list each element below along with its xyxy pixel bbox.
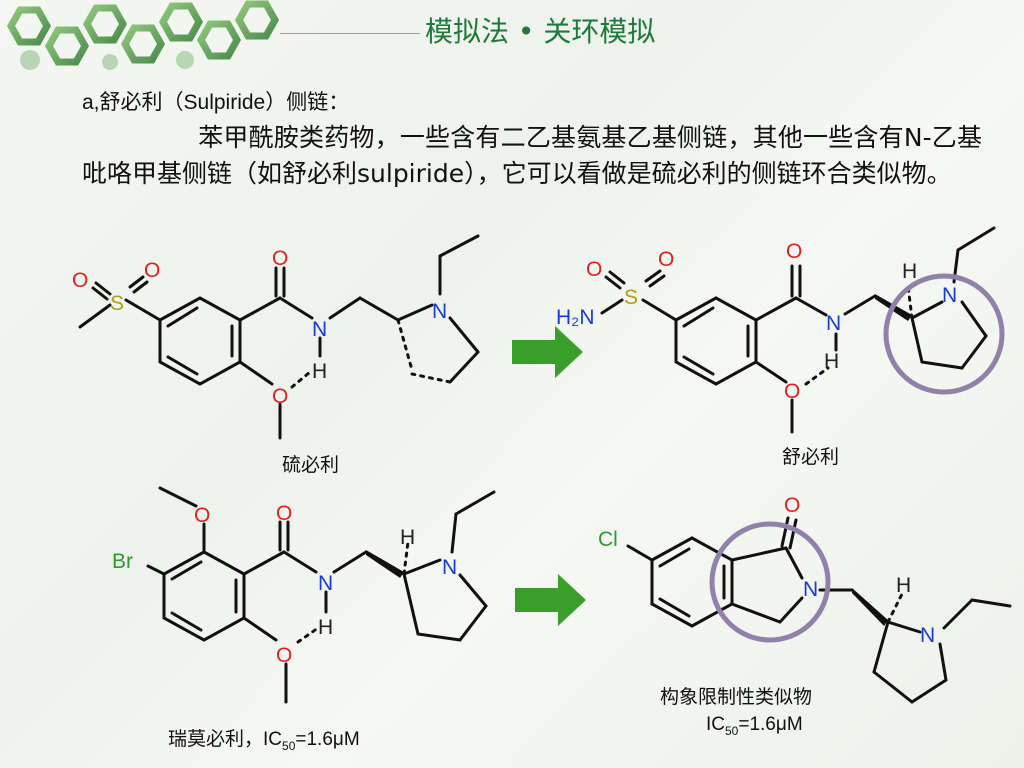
atom-h: H <box>902 260 917 283</box>
atom-n: N <box>920 624 935 647</box>
atom-o: O <box>786 240 802 263</box>
caption-value: =1.6μM <box>295 729 360 750</box>
arrow-right <box>515 574 586 626</box>
ring-highlight-circle <box>883 273 1005 395</box>
atom-o: O <box>276 644 292 667</box>
atom-o: O <box>144 259 160 282</box>
atom-h: H <box>896 574 911 597</box>
atom-n: N <box>826 312 841 335</box>
atom-o: O <box>586 258 602 281</box>
caption-subscript: 50 <box>282 738 296 753</box>
ring-highlight-circle <box>709 521 831 643</box>
description-text: 苯甲酰胺类药物，一些含有二乙基氨基乙基侧链，其他一些含有N-乙基吡咯甲基侧链（如… <box>82 123 982 188</box>
atom-s: S <box>110 292 124 315</box>
atom-n: N <box>312 318 327 341</box>
atom-n: N <box>942 284 957 307</box>
remoxipride-structure: O Br O N H H N O <box>112 486 496 704</box>
atom-n: N <box>442 556 457 579</box>
atom-n: N <box>318 572 333 595</box>
atom-o: O <box>72 269 88 292</box>
slide-title: 模拟法 • 关环模拟 <box>425 15 656 48</box>
corner-decoration <box>6 0 280 70</box>
atom-o: O <box>784 380 800 403</box>
atom-o: O <box>658 248 674 271</box>
caption-value: =1.6μM <box>738 714 803 735</box>
atom-o: O <box>272 247 288 270</box>
atom-n: N <box>803 578 818 601</box>
atom-h: H <box>400 526 415 549</box>
section-subtitle: a,舒必利（Sulpiride）侧链： <box>82 91 350 114</box>
atom-h2n: H₂N <box>556 306 594 329</box>
atom-n: N <box>432 300 447 323</box>
atom-h: H <box>312 360 327 383</box>
caption-analogue-line1: 构象限制性类似物 <box>660 687 813 708</box>
atom-o: O <box>272 385 288 408</box>
caption-analogue-line2: IC50=1.6μM <box>706 714 803 738</box>
title-rule <box>280 33 420 34</box>
caption-name: IC <box>706 714 725 735</box>
atom-o: O <box>194 504 210 527</box>
caption-sulpiride: 舒必利 <box>782 447 840 468</box>
restricted-analogue-structure: Cl O N H N <box>598 494 1012 704</box>
atom-o: O <box>276 502 292 525</box>
arrow-right <box>512 326 583 378</box>
atom-h: H <box>824 350 839 373</box>
atom-cl: Cl <box>598 528 618 551</box>
atom-o: O <box>784 494 800 517</box>
sulpiride-structure: H₂N O O S O N H H N O <box>556 226 1005 434</box>
atom-h: H <box>318 616 333 639</box>
atom-br: Br <box>112 550 133 573</box>
caption-subscript: 50 <box>725 723 739 738</box>
tiapride-structure: O O S O N H N O <box>72 234 480 440</box>
caption-remoxipride: 瑞莫必利，IC50=1.6μM <box>168 724 360 753</box>
caption-tiapride: 硫必利 <box>282 455 340 476</box>
description-paragraph: 苯甲酰胺类药物，一些含有二乙基氨基乙基侧链，其他一些含有N-乙基吡咯甲基侧链（如… <box>82 120 982 192</box>
atom-s: S <box>624 286 638 309</box>
caption-name: 瑞莫必利，IC <box>168 729 283 750</box>
